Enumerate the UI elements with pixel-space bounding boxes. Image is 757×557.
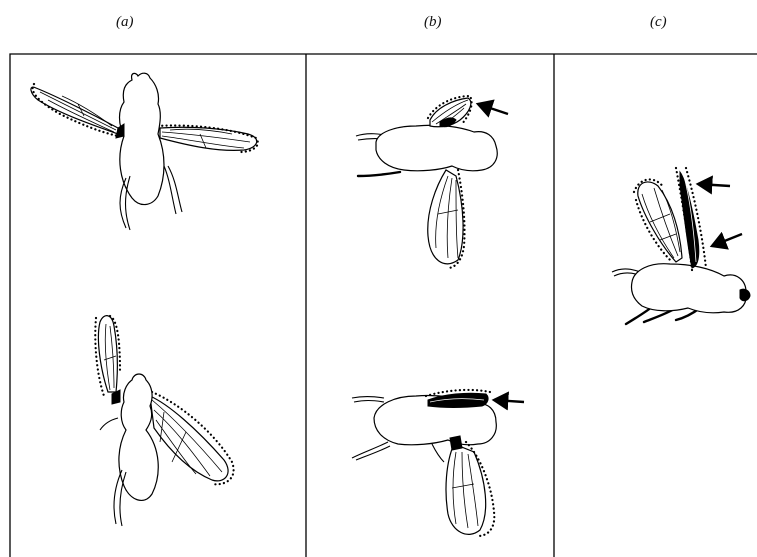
- arrow-icon: [698, 184, 730, 186]
- wing-up: [98, 316, 117, 392]
- leg-lower: [352, 442, 390, 460]
- leg-left: [114, 470, 126, 526]
- fly-a-bottom: [95, 316, 233, 526]
- arrow-icon: [478, 104, 508, 114]
- leg-right: [164, 166, 182, 214]
- leg-front: [100, 418, 118, 430]
- wing-hinge: [450, 436, 462, 450]
- fly-body: [120, 73, 165, 204]
- fly-body: [376, 125, 497, 171]
- fly-c: [612, 168, 750, 324]
- wing-lower: [446, 444, 486, 534]
- eye: [740, 289, 750, 301]
- leg-mid: [432, 444, 444, 462]
- fly-body: [631, 264, 746, 313]
- wing-hinge: [116, 124, 124, 138]
- fly-b-top: [356, 96, 508, 268]
- leg-upper: [352, 397, 384, 403]
- arrow-icon: [494, 400, 524, 402]
- fly-a-top: [31, 73, 258, 230]
- fly-body: [119, 374, 158, 500]
- leg-lower: [358, 172, 400, 176]
- fly-b-bottom: [352, 390, 524, 536]
- arrow-icon: [712, 234, 742, 246]
